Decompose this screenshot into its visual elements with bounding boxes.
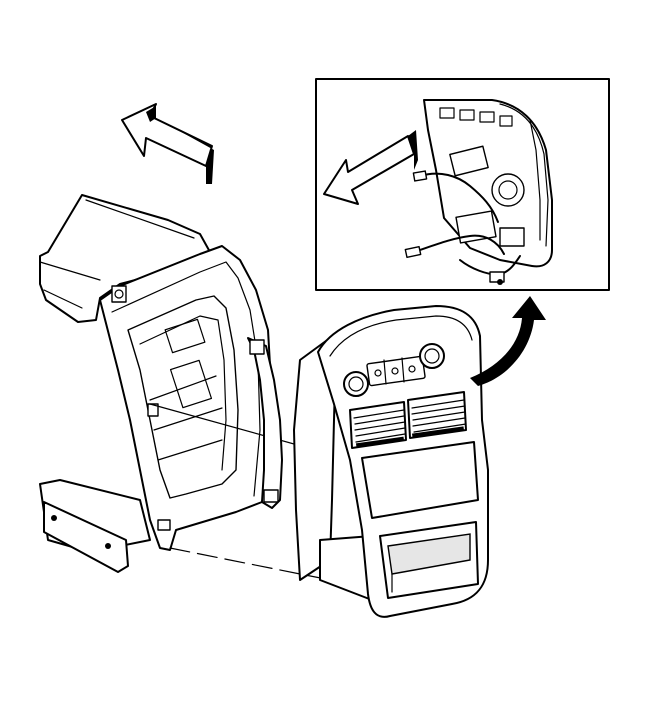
detail-inset	[315, 78, 610, 291]
removal-direction-arrow	[121, 103, 214, 184]
storage-pocket	[361, 441, 479, 599]
inset-direction-arrow	[323, 130, 418, 205]
center-air-outlets	[349, 391, 467, 449]
trim-clip-strip	[247, 337, 283, 509]
wiring-harness-connectors	[404, 170, 521, 285]
climate-control-knob-right	[419, 343, 445, 369]
curved-callout-arrow	[470, 296, 546, 386]
climate-control-knob-left	[343, 371, 369, 397]
instrument-panel-carrier	[39, 194, 273, 573]
